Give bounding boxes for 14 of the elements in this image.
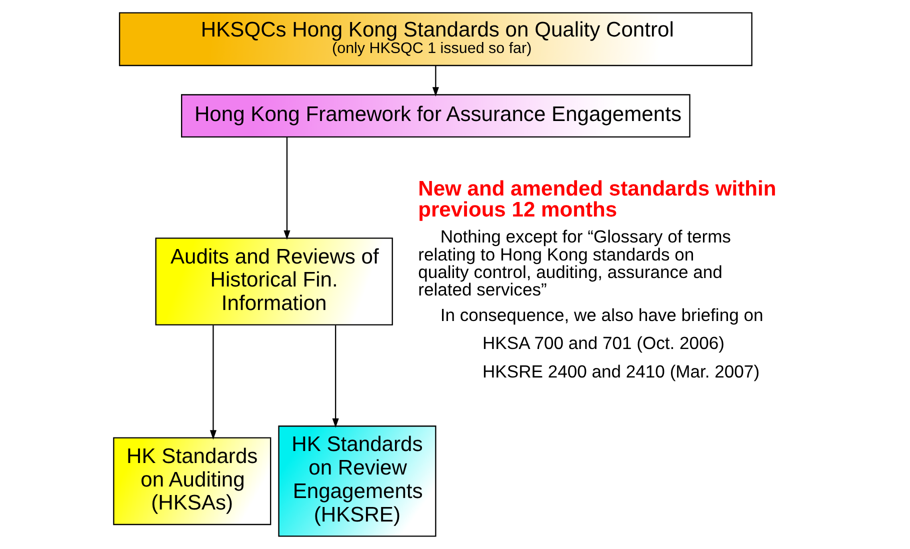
arrow <box>432 66 439 96</box>
node-box: HKSQCs Hong Kong Standards on Quality Control (only HKSQC 1 issued so far) <box>118 12 752 66</box>
label: Nothing except for “Glossary of terms relating to Hong Kong standards on quality control, auditing, assurance and related services” <box>418 226 731 300</box>
node-box: Audits and Reviews of Historical Fin. Information <box>155 238 393 326</box>
arrow <box>210 325 216 440</box>
label: HKSRE 2400 and 2410 (Mar. 2007) <box>482 361 760 382</box>
label: HKSA 700 and 701 (Oct. 2006) <box>482 333 724 354</box>
node-box: Hong Kong Framework for Assurance Engagements <box>181 94 690 138</box>
arrow <box>284 137 290 240</box>
node-box: HK Standards on Review Engagements (HKSRE) <box>278 426 436 537</box>
label: New and amended standards within previous 12 months <box>418 177 776 222</box>
arrow <box>332 325 339 428</box>
node-box: HK Standards on Auditing (HKSAs) <box>113 437 272 526</box>
label: In consequence, we also have briefing on <box>440 305 764 326</box>
